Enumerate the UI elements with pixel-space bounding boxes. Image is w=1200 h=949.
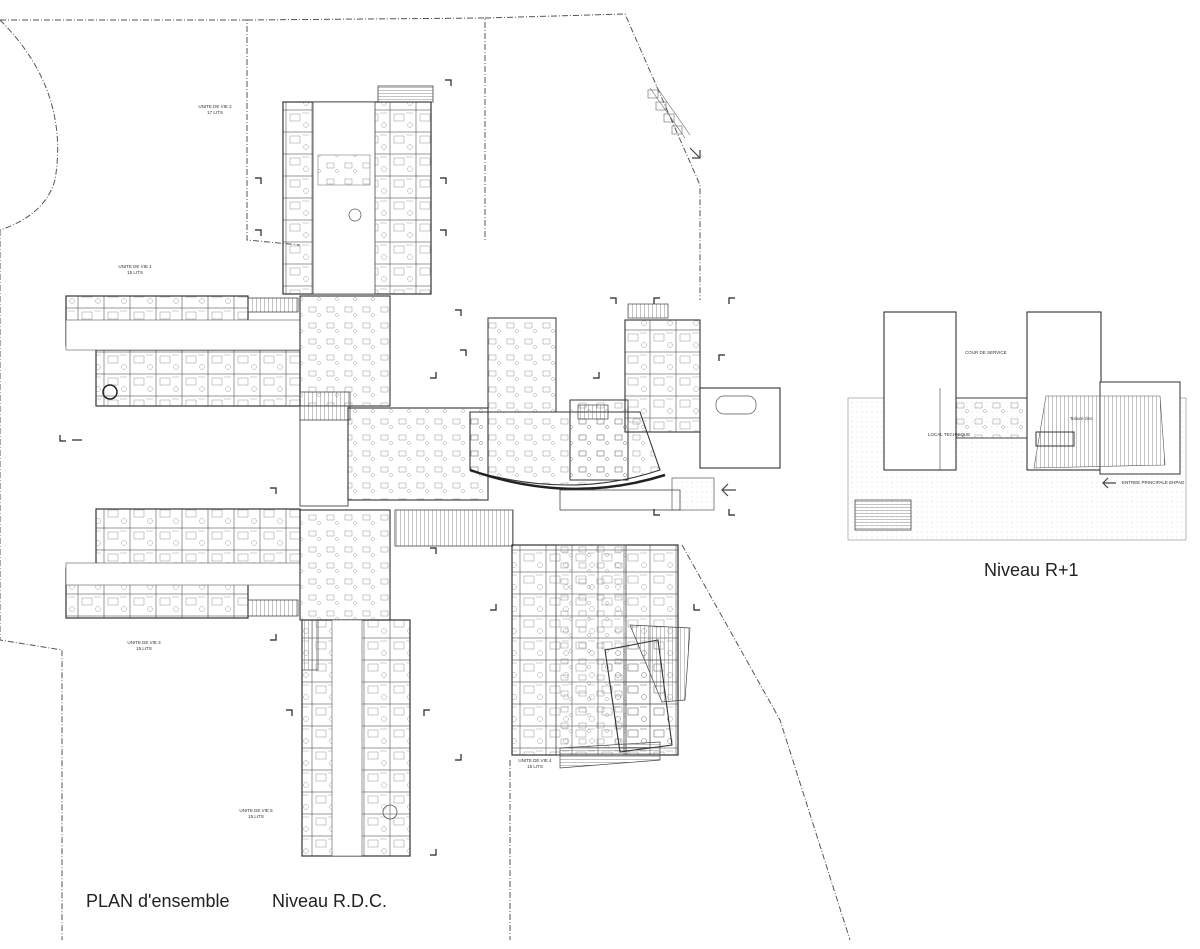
cour-service-label: COUR DE SERVICE	[965, 350, 1007, 355]
unite-4-label: UNITE DE VIE 4 15 LITS	[515, 758, 555, 770]
plan-ensemble-title: PLAN d'ensemble	[86, 891, 230, 911]
site-boundary	[0, 13, 851, 941]
central-core	[299, 295, 715, 621]
admin-block	[624, 303, 781, 469]
unite-4-beds: 15 LITS	[527, 764, 543, 769]
unite-2-name: UNITE DE VIE 2	[198, 104, 232, 109]
wing-unite-3	[65, 508, 301, 619]
wing-unite-2	[282, 85, 434, 295]
unite-5-beds: 15 LITS	[248, 814, 264, 819]
unite-1-name: UNITE DE VIE 1	[118, 264, 152, 269]
entree-label: ENTREE PRINCIPALE EHPAD	[1122, 480, 1185, 485]
wing-unite-4	[511, 544, 691, 769]
parking	[647, 85, 691, 139]
local-technique-label: LOCAL TECHNIQUE	[928, 432, 971, 437]
unite-2-beds: 17 LITS	[207, 110, 223, 115]
wing-unite-1	[65, 295, 301, 407]
toiture-label: Toiture zinc	[1070, 416, 1093, 421]
unite-3-beds: 15 LITS	[136, 646, 152, 651]
section-markers	[59, 79, 735, 856]
unite-5-name: UNITE DE VIE 5	[239, 808, 273, 813]
unite-1-label: UNITE DE VIE 1 15 LITS	[115, 264, 155, 276]
unite-4-name: UNITE DE VIE 4	[518, 758, 552, 763]
niveau-r1-title: Niveau R+1	[984, 560, 1079, 580]
niveau-rdc-title: Niveau R.D.C.	[272, 891, 388, 911]
unite-2-label: UNITE DE VIE 2 17 LITS	[195, 104, 235, 116]
unite-1-beds: 15 LITS	[127, 270, 143, 275]
plan-r1	[847, 311, 1187, 541]
unite-5-label: UNITE DE VIE 5 15 LITS	[236, 808, 276, 820]
entry-arrows	[689, 147, 1116, 497]
wing-unite-5	[301, 619, 411, 857]
unite-3-label: UNITE DE VIE 3 15 LITS	[124, 640, 164, 652]
unite-3-name: UNITE DE VIE 3	[127, 640, 161, 645]
